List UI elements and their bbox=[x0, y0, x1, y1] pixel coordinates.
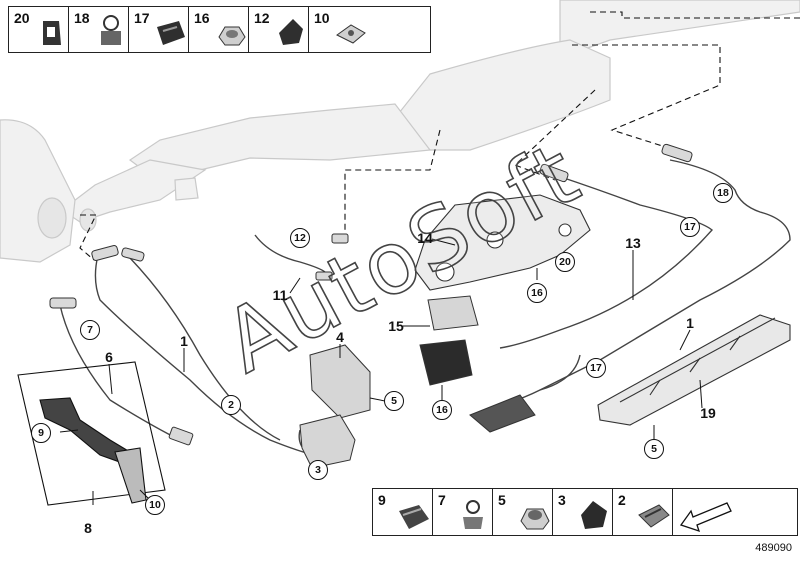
exhaust-system-illustration bbox=[0, 0, 800, 263]
legend-item-18: 18 bbox=[69, 7, 129, 52]
callout-circled-18: 18 bbox=[713, 183, 733, 203]
callout-circled-5-lower: 5 bbox=[644, 439, 664, 459]
callout-1-left: 1 bbox=[180, 333, 188, 349]
callout-circled-20: 20 bbox=[555, 252, 575, 272]
legend-number: 7 bbox=[438, 492, 446, 508]
legend-number: 10 bbox=[314, 10, 330, 26]
sensor-cables bbox=[59, 159, 791, 461]
callout-circled-17-lower: 17 bbox=[586, 358, 606, 378]
callout-circled-16-upper: 16 bbox=[527, 283, 547, 303]
direction-arrow-icon bbox=[679, 502, 732, 533]
legend-item-12: 12 bbox=[249, 7, 309, 52]
legend-item-5: 5 bbox=[493, 489, 553, 535]
cable-clip-icon bbox=[399, 505, 429, 529]
legend-bottom: 9 7 5 3 2 bbox=[372, 488, 798, 536]
legend-number: 2 bbox=[618, 492, 626, 508]
callout-19: 19 bbox=[700, 405, 716, 421]
spring-nut-icon bbox=[336, 24, 366, 44]
legend-item-2: 2 bbox=[613, 489, 673, 535]
legend-number: 12 bbox=[254, 10, 270, 26]
legend-number: 20 bbox=[14, 10, 30, 26]
legend-number: 16 bbox=[194, 10, 210, 26]
legend-item-9: 9 bbox=[373, 489, 433, 535]
legend-number: 18 bbox=[74, 10, 90, 26]
callout-1-right: 1 bbox=[686, 315, 694, 331]
callout-leaders bbox=[59, 238, 703, 506]
bracket-kit bbox=[17, 361, 166, 506]
cable-tie-clip-icon bbox=[638, 504, 670, 528]
callout-circled-12: 12 bbox=[290, 228, 310, 248]
callout-8: 8 bbox=[84, 520, 92, 536]
legend-number: 5 bbox=[498, 492, 506, 508]
heat-shield bbox=[414, 194, 591, 291]
clip-nut-icon bbox=[279, 19, 303, 45]
cable-holder-icon bbox=[157, 21, 185, 45]
callout-13: 13 bbox=[625, 235, 641, 251]
legend-direction-cell bbox=[673, 489, 737, 535]
legend-item-17: 17 bbox=[129, 7, 189, 52]
legend-number: 17 bbox=[134, 10, 150, 26]
hex-nut-icon bbox=[520, 508, 550, 530]
hose-clamp-icon bbox=[101, 15, 121, 45]
pipe-clamp-icon bbox=[463, 500, 483, 529]
mounting-rail bbox=[597, 314, 791, 426]
callout-circled-7: 7 bbox=[80, 320, 100, 340]
callout-15: 15 bbox=[388, 318, 404, 334]
callout-6: 6 bbox=[105, 349, 113, 365]
clip-icon bbox=[43, 21, 61, 45]
diagram-reference-number: 489090 bbox=[755, 542, 792, 554]
callout-4: 4 bbox=[336, 329, 344, 345]
legend-item-10: 10 bbox=[309, 7, 370, 52]
hex-nut-icon bbox=[218, 26, 246, 46]
callout-circled-5-upper: 5 bbox=[384, 391, 404, 411]
callout-circled-2: 2 bbox=[221, 395, 241, 415]
legend-item-16: 16 bbox=[189, 7, 249, 52]
callout-circled-16-lower: 16 bbox=[432, 400, 452, 420]
legend-top: 20 18 17 16 12 10 bbox=[8, 6, 431, 53]
legend-item-20: 20 bbox=[9, 7, 69, 52]
callout-11: 11 bbox=[272, 287, 288, 303]
legend-number: 3 bbox=[558, 492, 566, 508]
callout-14: 14 bbox=[417, 230, 433, 246]
callout-circled-3: 3 bbox=[308, 460, 328, 480]
legend-item-7: 7 bbox=[433, 489, 493, 535]
oxygen-sensors bbox=[49, 143, 693, 446]
callout-circled-10: 10 bbox=[145, 495, 165, 515]
control-modules bbox=[299, 295, 536, 469]
callout-circled-9: 9 bbox=[31, 423, 51, 443]
connector-holder-icon bbox=[581, 501, 607, 529]
callout-circled-17-upper: 17 bbox=[680, 217, 700, 237]
legend-number: 9 bbox=[378, 492, 386, 508]
dashed-leader-lines bbox=[79, 11, 800, 261]
legend-item-3: 3 bbox=[553, 489, 613, 535]
